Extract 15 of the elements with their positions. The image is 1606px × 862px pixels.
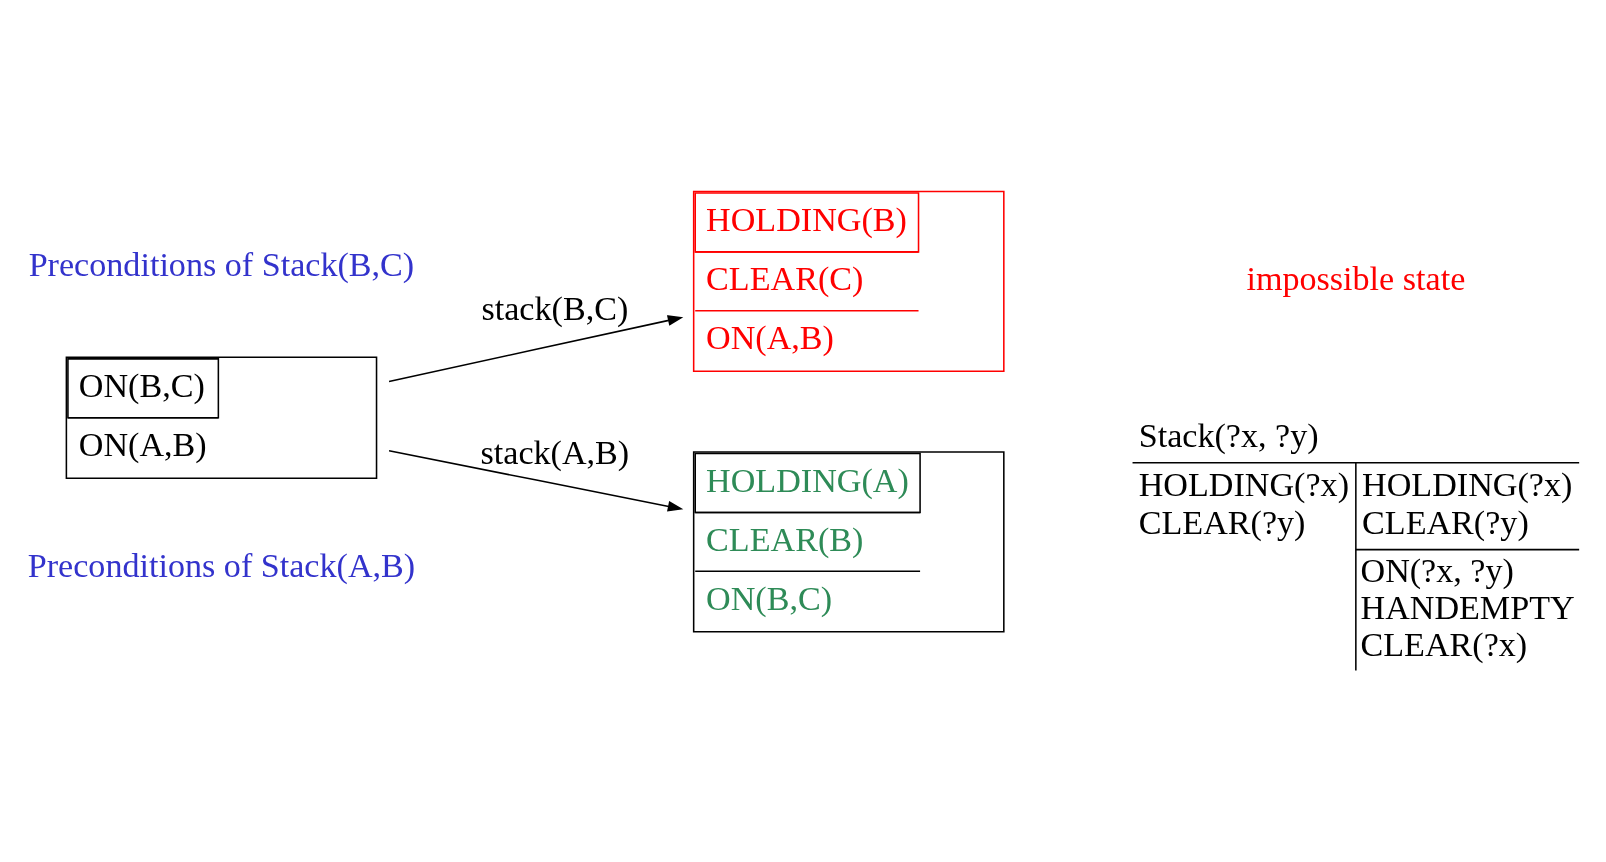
label: CLEAR(?y): [1362, 503, 1529, 541]
label: Preconditions of Stack(A,B): [27, 546, 416, 584]
arrow: [388, 315, 684, 383]
edge-label: stack(A,B): [480, 433, 630, 471]
edge-label: stack(B,C): [481, 289, 629, 327]
label: Stack(?x, ?y): [1138, 416, 1319, 454]
label: HOLDING(?x): [1362, 466, 1573, 504]
label: CLEAR(?y): [1138, 503, 1306, 541]
label: ON(?x, ?y): [1360, 551, 1514, 589]
label: impossible state: [1246, 260, 1466, 298]
label: HANDEMPTY: [1360, 588, 1575, 626]
label: Preconditions of Stack(B,C): [28, 246, 415, 284]
label: HOLDING(?x): [1138, 466, 1350, 504]
label: CLEAR(?x): [1360, 626, 1528, 664]
arrow: [388, 450, 684, 512]
